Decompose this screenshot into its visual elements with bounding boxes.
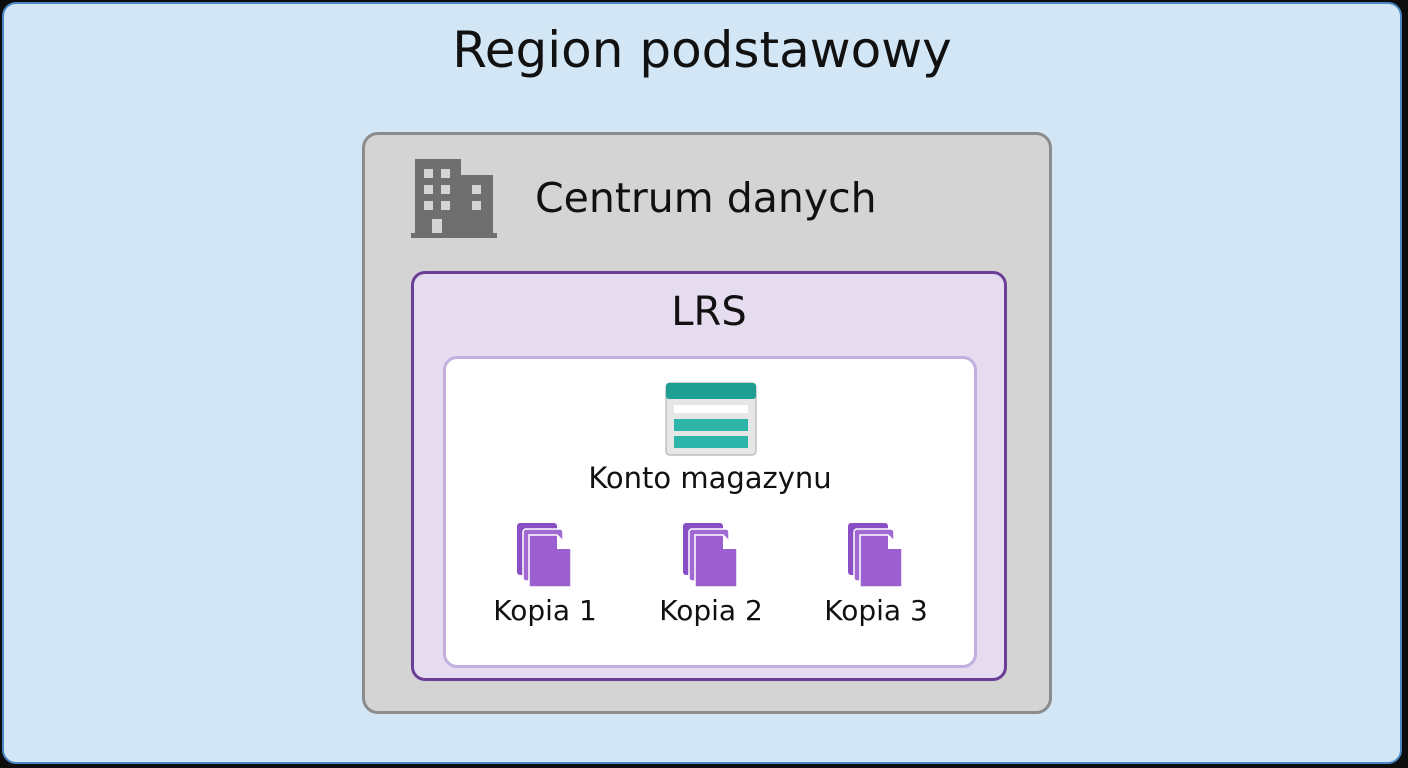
storage-account-title: Konto magazynu [588, 461, 832, 495]
datacenter-box: Centrum danych LRS Konto magazynu [362, 132, 1052, 714]
lrs-title: LRS [671, 289, 747, 335]
copy-1: Kopia 1 [470, 521, 620, 631]
document-stack-icon [848, 523, 903, 588]
copy-label: Kopia 2 [659, 594, 763, 627]
copy-2: Kopia 2 [636, 521, 786, 631]
document-stack-icon [683, 523, 738, 588]
storage-account-icon [665, 382, 757, 456]
copy-3: Kopia 3 [801, 521, 951, 631]
lrs-box: LRS Konto magazynu [411, 271, 1007, 681]
storage-account-box: Konto magazynu Kopia 1 [443, 356, 977, 668]
region-title: Region podstawowy [452, 21, 952, 79]
datacenter-title: Centrum danych [535, 174, 877, 222]
document-stack-icon [517, 523, 572, 588]
copy-label: Kopia 3 [824, 594, 928, 627]
building-icon [411, 159, 497, 238]
copy-label: Kopia 1 [493, 594, 597, 627]
